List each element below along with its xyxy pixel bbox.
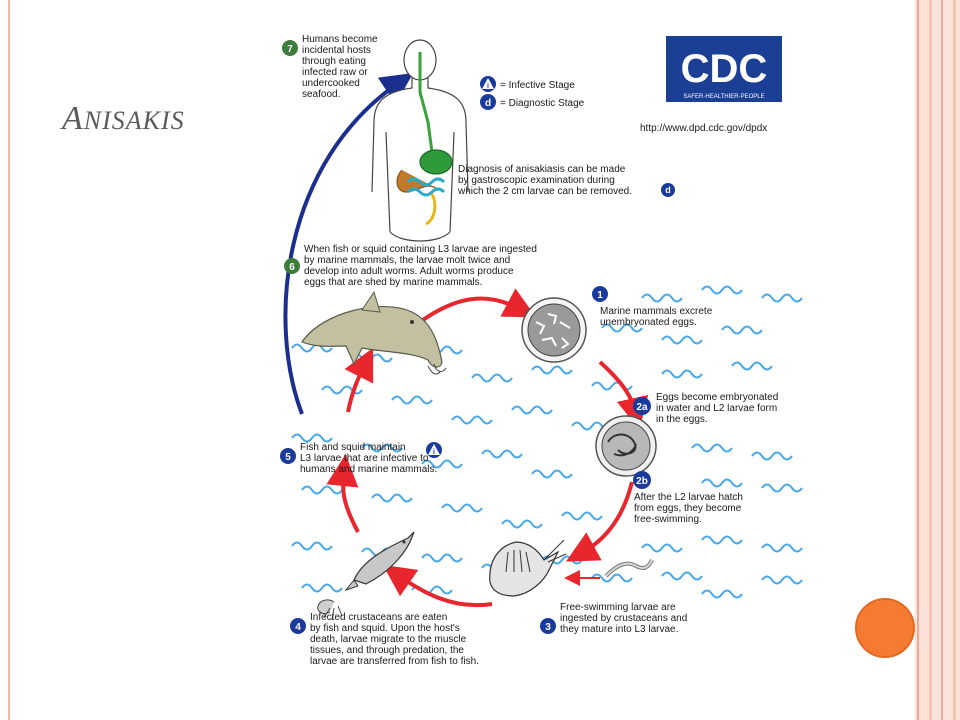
fish-icon xyxy=(344,531,415,592)
step-5-text-1: Fish and squid maintain xyxy=(300,442,406,453)
step-2a-text-3: in the eggs. xyxy=(656,414,708,425)
crustacean-icon xyxy=(489,539,567,597)
diagnostic-stage-icon: d xyxy=(661,183,675,197)
step-2a-badge: 2a xyxy=(636,402,648,413)
step-2a-text-2: in water and L2 larvae form xyxy=(656,403,777,414)
infective-stage-icon: i xyxy=(480,76,496,92)
slide-title-rest: nisakis xyxy=(83,106,185,135)
diagnosis-text-2: by gastroscopic examination during xyxy=(458,175,615,186)
step-2b-text-2: from eggs, they become xyxy=(634,503,742,514)
step-6-text-1: When fish or squid containing L3 larvae … xyxy=(304,244,537,255)
arrow-to-human xyxy=(283,73,414,415)
legend: i = Infective Stage d = Diagnostic Stage xyxy=(480,76,585,110)
step-4-text-5: larvae are transferred from fish to fish… xyxy=(310,656,479,667)
step-3-text-2: ingested by crustaceans and xyxy=(560,613,687,624)
step-1-text-2: unembryonated eggs. xyxy=(600,317,697,328)
diagnosis-note: Diagnosis of anisakiasis can be made by … xyxy=(457,164,675,197)
step-7-text-6: seafood. xyxy=(302,89,340,100)
svg-text:i: i xyxy=(433,449,435,456)
larva-icon xyxy=(604,559,654,578)
step-7-text-5: undercooked xyxy=(302,78,360,89)
slide-title-initial: A xyxy=(62,100,84,137)
step-2a-text-1: Eggs become embryonated xyxy=(656,392,778,403)
step-5-badge: 5 xyxy=(285,452,291,463)
step-2b: 2b After the L2 larvae hatch from eggs, … xyxy=(633,471,743,525)
step-4-badge: 4 xyxy=(295,622,301,633)
step-2b-badge: 2b xyxy=(636,476,648,487)
step-3-badge: 3 xyxy=(545,622,551,633)
cdc-logo-text: CDC xyxy=(681,47,768,91)
step-7-text-2: incidental hosts xyxy=(302,45,371,56)
step-2a: 2a Eggs become embryonated in water and … xyxy=(633,392,778,425)
slide-title: Anisakis xyxy=(62,100,185,138)
step-3-text-3: they mature into L3 larvae. xyxy=(560,624,678,635)
step-6-text-2: by marine mammals, the larvae molt twice… xyxy=(304,255,510,266)
left-frame-border xyxy=(0,0,10,720)
squid-icon xyxy=(317,599,343,621)
step-6-text-3: develop into adult worms. Adult worms pr… xyxy=(304,266,514,277)
step-1: 1 Marine mammals excrete unembryonated e… xyxy=(592,286,713,328)
step-5-text-3: humans and marine mammals. xyxy=(300,464,437,475)
diagnosis-text-3: which the 2 cm larvae can be removed. xyxy=(457,186,632,197)
step-3: 3 Free-swimming larvae are ingested by c… xyxy=(540,602,687,635)
cdc-logo: CDC SAFER·HEALTHIER·PEOPLE http://www.dp… xyxy=(640,36,782,134)
step-2b-text-3: free-swimming. xyxy=(634,514,702,525)
step-7-text-3: through eating xyxy=(302,56,366,67)
step-6-badge: 6 xyxy=(289,262,295,273)
step-7-text-4: infected raw or xyxy=(302,67,368,78)
step-4-text-3: death, larvae migrate to the muscle xyxy=(310,634,467,645)
step-7: 7 Humans become incidental hosts through… xyxy=(282,34,378,100)
diagnosis-text-1: Diagnosis of anisakiasis can be made xyxy=(458,164,626,175)
step-4-text-4: tissues, and through predation, the xyxy=(310,645,464,656)
step-6: 6 When fish or squid containing L3 larva… xyxy=(284,244,537,288)
human-figure-icon xyxy=(371,39,469,242)
infective-stage-icon: i xyxy=(426,442,442,458)
dolphin-icon xyxy=(301,290,447,375)
embryonated-egg-icon xyxy=(595,415,657,477)
diagnostic-stage-icon: d xyxy=(480,94,496,110)
svg-text:i: i xyxy=(487,83,489,90)
legend-diagnostic-label: = Diagnostic Stage xyxy=(500,98,585,109)
anisakis-life-cycle-diagram: 7 Humans become incidental hosts through… xyxy=(280,34,803,667)
svg-text:d: d xyxy=(485,98,491,109)
step-4: 4 Infected crustaceans are eaten by fish… xyxy=(290,612,479,667)
step-4-text-1: Infected crustaceans are eaten xyxy=(310,612,447,623)
step-5-text-2: L3 larvae that are infective to xyxy=(300,453,429,464)
step-1-badge: 1 xyxy=(597,290,603,301)
cdc-url: http://www.dpd.cdc.gov/dpdx xyxy=(640,123,767,134)
step-2b-text-1: After the L2 larvae hatch xyxy=(634,492,743,503)
life-cycle-arrows xyxy=(326,288,649,608)
step-6-text-4: eggs that are shed by marine mammals. xyxy=(304,277,482,288)
step-4-text-2: by fish and squid. Upon the host's xyxy=(310,623,460,634)
step-7-text-1: Humans become xyxy=(302,34,378,45)
step-5: 5 Fish and squid maintain L3 larvae that… xyxy=(280,442,442,475)
right-frame-border xyxy=(915,0,960,720)
legend-infective-label: = Infective Stage xyxy=(500,80,575,91)
step-3-text-1: Free-swimming larvae are xyxy=(560,602,676,613)
accent-circle-icon xyxy=(855,598,915,658)
svg-text:d: d xyxy=(665,185,671,195)
step-7-badge: 7 xyxy=(287,44,293,55)
step-1-text-1: Marine mammals excrete xyxy=(600,306,713,317)
egg-icon xyxy=(521,297,587,363)
cdc-tagline: SAFER·HEALTHIER·PEOPLE xyxy=(683,94,764,100)
